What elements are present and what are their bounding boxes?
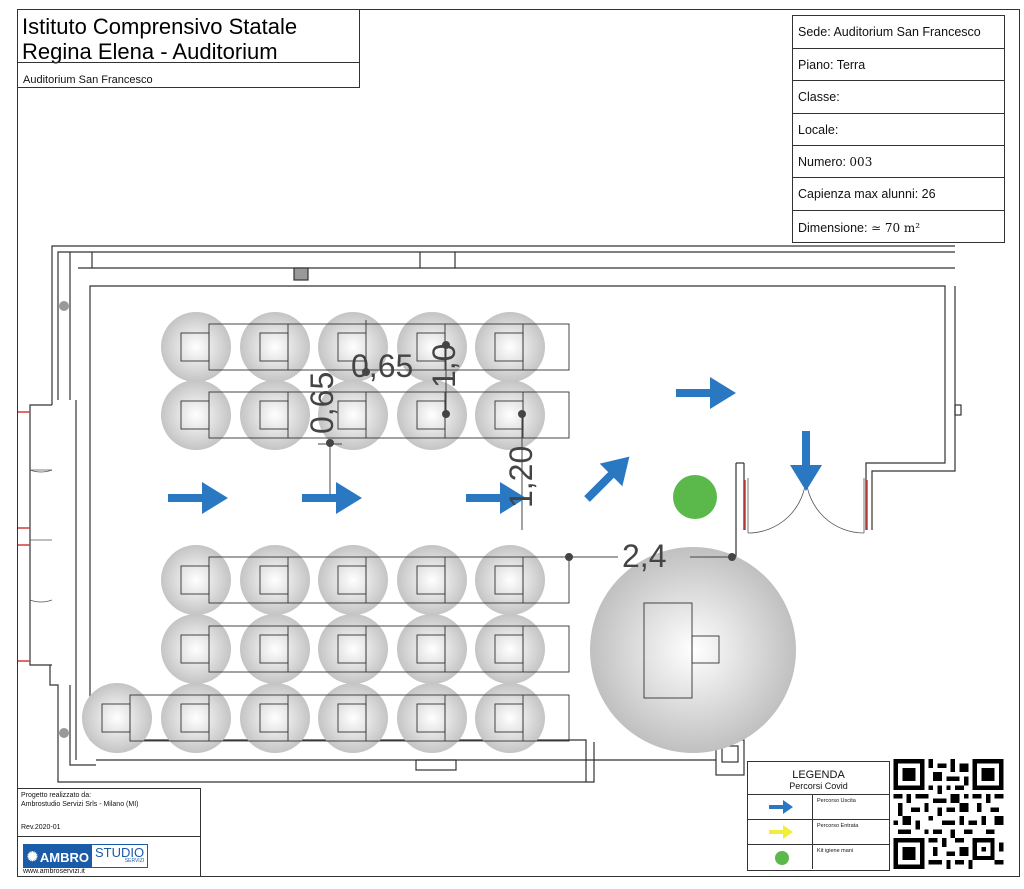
credits-block: Progetto realizzato da: Ambrostudio Serv… xyxy=(17,788,201,877)
exit-arrow-icon xyxy=(466,482,526,514)
green-dot-icon xyxy=(775,851,789,865)
blue-arrow-icon xyxy=(769,800,793,814)
legend-title: LEGENDA xyxy=(792,769,845,781)
dimension-label-5: 2,4 xyxy=(622,538,667,574)
exit-path-arrows xyxy=(168,377,822,514)
info-dimensione: Dimensione: ≃ 70 m² xyxy=(793,211,1004,244)
title: Istituto Comprensivo Statale Regina Elen… xyxy=(22,14,297,64)
legend-subtitle: Percorsi Covid xyxy=(789,781,848,791)
hygiene-kit-icon xyxy=(673,475,717,519)
info-capienza: Capienza max alunni: 26 xyxy=(793,178,1004,211)
legend-symbol xyxy=(748,845,813,869)
title-line-1: Istituto Comprensivo Statale xyxy=(22,14,298,39)
distancing-circles xyxy=(82,312,796,753)
logo-text-b: STUDIO xyxy=(95,845,145,860)
info-classe: Classe: xyxy=(793,81,1004,114)
legend-item-entry: Percorso Entrata xyxy=(748,819,889,844)
info-sede: Sede: Auditorium San Francesco xyxy=(793,16,1004,49)
desks xyxy=(101,323,720,742)
info-numero-value: 003 xyxy=(849,154,873,169)
title-block: Istituto Comprensivo Statale Regina Elen… xyxy=(17,9,360,88)
legend-symbol xyxy=(748,795,813,819)
qr-code-icon[interactable] xyxy=(893,759,1004,869)
website-link[interactable]: www.ambroservizi.it xyxy=(23,868,85,875)
exit-arrow-icon xyxy=(584,456,630,502)
credits-divider xyxy=(18,836,200,837)
logo-left: ✺AMBRO xyxy=(24,845,93,867)
title-divider xyxy=(18,62,359,63)
title-subtitle: Auditorium San Francesco xyxy=(23,74,153,86)
exit-arrow-icon xyxy=(790,431,822,491)
exit-arrow-icon xyxy=(302,482,362,514)
legend-label: Percorso Entrata xyxy=(817,823,859,829)
info-locale: Locale: xyxy=(793,114,1004,146)
legend: LEGENDA Percorsi Covid Percorso Uscita P… xyxy=(747,761,890,871)
exit-arrow-icon xyxy=(168,482,228,514)
info-numero: Numero: 003 xyxy=(793,146,1004,178)
legend-item-kit: Kit igiene mani xyxy=(748,844,889,869)
logo-text-a: AMBRO xyxy=(39,849,90,865)
yellow-arrow-icon xyxy=(769,825,793,839)
info-dimensione-value: ≃ 70 m² xyxy=(870,220,921,235)
exit-arrow-icon xyxy=(676,377,736,409)
room-info-table: Sede: Auditorium San Francesco Piano: Te… xyxy=(792,15,1005,243)
credits-line-2: Ambrostudio Servizi Srls - Milano (MI) xyxy=(21,801,139,808)
legend-label: Kit igiene mani xyxy=(817,848,854,854)
sun-icon: ✺ xyxy=(27,849,38,864)
info-piano: Piano: Terra xyxy=(793,49,1004,81)
info-dimensione-label: Dimensione: xyxy=(798,220,868,235)
left-doors xyxy=(18,411,53,662)
credits-line-1: Progetto realizzato da: xyxy=(21,792,92,799)
legend-label: Percorso Uscita xyxy=(817,798,856,804)
dimension-label-3: 1,0 xyxy=(426,343,462,388)
revision-label: Rev.2020-01 xyxy=(21,824,61,831)
dimension-lines xyxy=(318,320,736,561)
title-line-2: Regina Elena - Auditorium xyxy=(22,39,278,64)
legend-item-exit: Percorso Uscita xyxy=(748,794,889,819)
dimension-label-1: 0,65 xyxy=(304,371,340,434)
drawing-frame xyxy=(17,9,1020,877)
dimension-label-2: 0,65 xyxy=(351,348,414,384)
info-numero-label: Numero: xyxy=(798,154,846,169)
legend-symbol xyxy=(748,820,813,844)
logo-small: SERVIZI xyxy=(124,858,145,864)
dimension-label-4: 1,20 xyxy=(503,445,539,508)
